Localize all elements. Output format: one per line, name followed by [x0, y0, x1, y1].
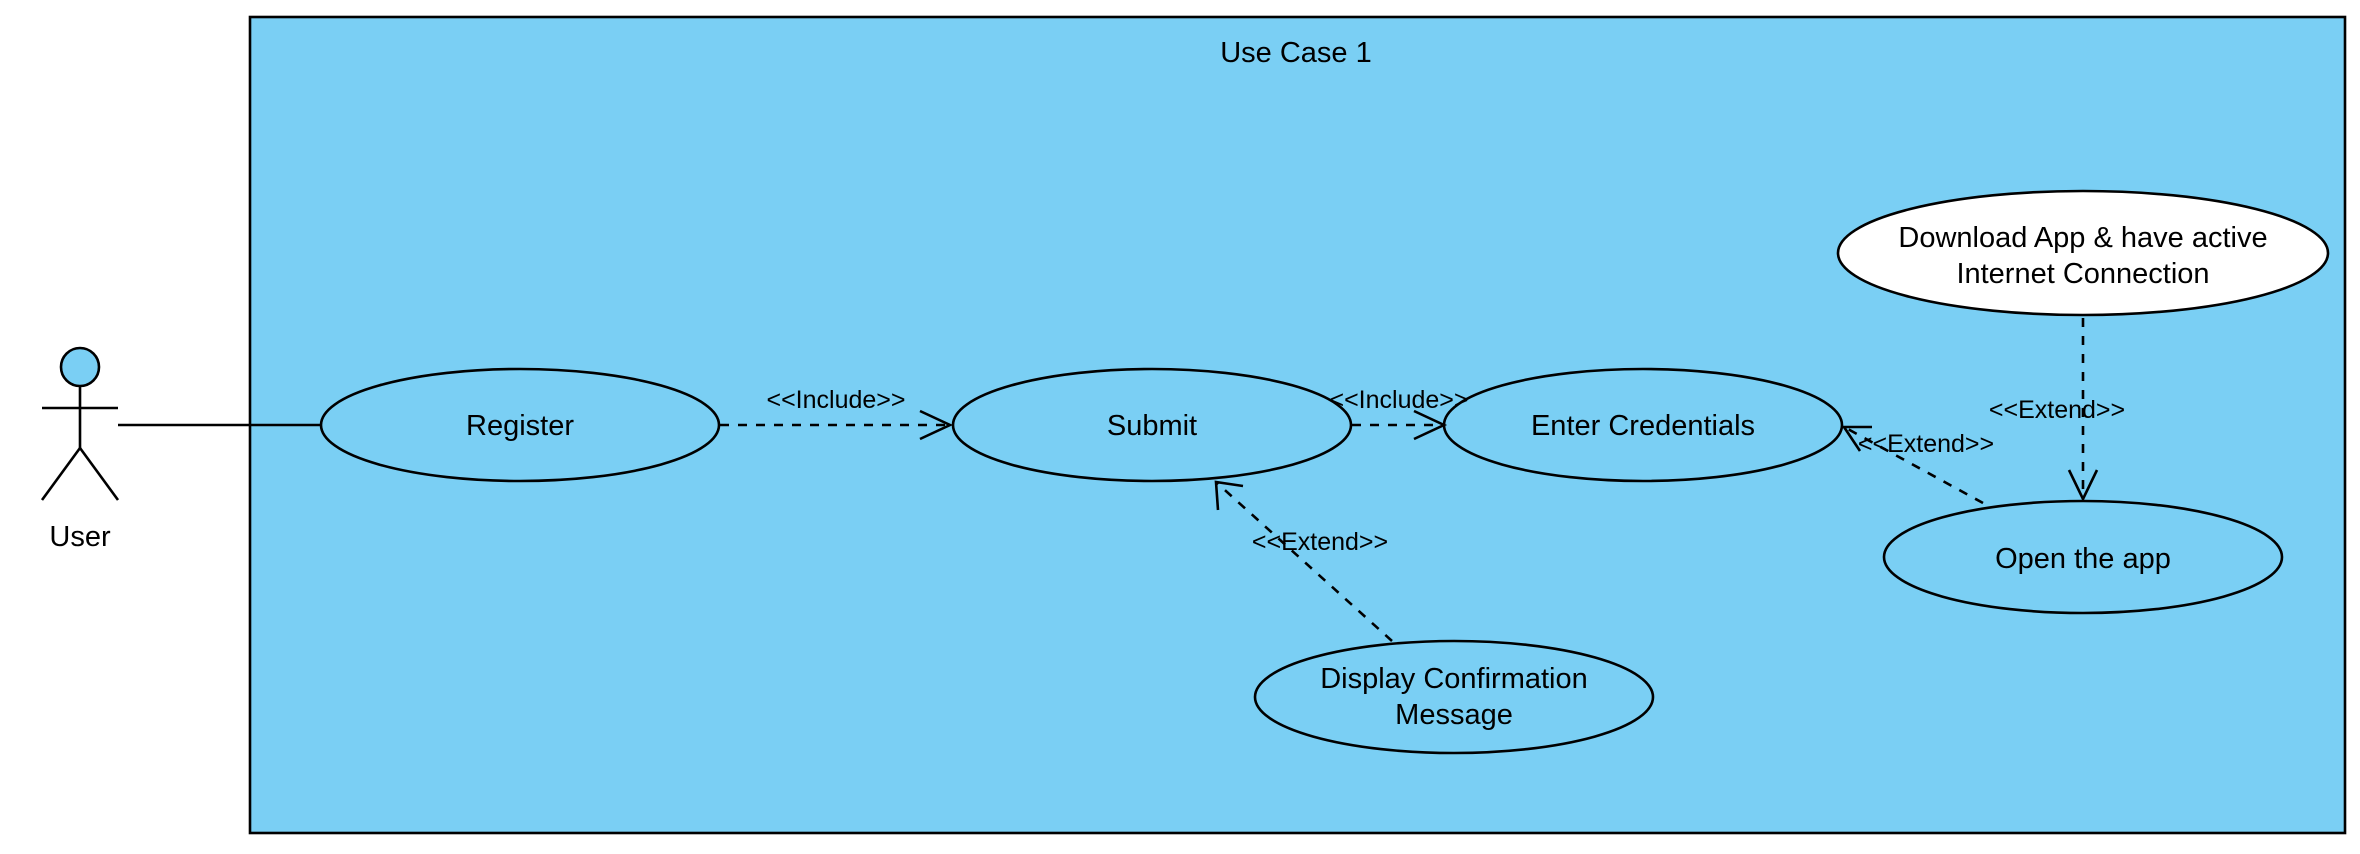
relationship-submit-credentials: <<Include>> [1329, 386, 1469, 441]
relationship-confirmation-submit-line [1216, 482, 1393, 642]
relationship-register-submit: <<Include>> [720, 386, 954, 441]
use-case-submit-label: Submit [1107, 410, 1197, 442]
relationship-confirmation-submit-label: <<Extend>> [1252, 528, 1388, 556]
use-case-display-confirmation-ellipse [1253, 639, 1655, 755]
relationship-submit-credentials-label: <<Include>> [1329, 386, 1468, 414]
relationship-openapp-credentials-arrowhead [1841, 425, 1872, 452]
actor-user[interactable]: User [40, 346, 120, 553]
use-case-register-label: Register [466, 410, 574, 442]
actor-label: User [49, 521, 111, 553]
actor-head [59, 346, 101, 388]
system-boundary-title: Use Case 1 [1220, 37, 1372, 69]
relationship-confirmation-submit: <<Extend>> [1214, 480, 1393, 642]
relationship-download-openapp-arrowhead [2067, 469, 2099, 502]
use-case-download-app-label-line2: Internet Connection [1956, 258, 2209, 290]
use-case-download-app[interactable]: Download App & have active Internet Conn… [1836, 189, 2330, 317]
relationship-openapp-credentials: <<Extend>> [1841, 425, 1994, 505]
relationship-download-openapp-label: <<Extend>> [1989, 396, 2125, 424]
use-case-open-app[interactable]: Open the app [1882, 499, 2284, 615]
use-case-download-app-ellipse [1836, 189, 2330, 317]
actor-right-leg [78, 447, 120, 501]
use-case-register[interactable]: Register [319, 367, 721, 483]
relationship-register-submit-arrowhead [919, 409, 954, 441]
use-case-download-app-label-line1: Download App & have active [1898, 222, 2267, 254]
use-case-submit[interactable]: Submit [951, 367, 1353, 483]
relationship-download-openapp: <<Extend>> [1989, 318, 2125, 502]
relationship-submit-credentials-arrowhead [1413, 409, 1448, 441]
actor-left-leg [40, 447, 82, 501]
relationship-confirmation-submit-arrowhead [1214, 480, 1244, 511]
use-case-display-confirmation-label-line1: Display Confirmation [1320, 663, 1588, 695]
relationship-openapp-credentials-label: <<Extend>> [1858, 430, 1994, 458]
use-case-open-app-label: Open the app [1995, 543, 2171, 575]
use-case-register-ellipse [319, 367, 721, 483]
use-case-enter-credentials[interactable]: Enter Credentials [1442, 367, 1844, 483]
relationship-openapp-credentials-line [1845, 426, 1984, 505]
use-case-display-confirmation-label-line2: Message [1395, 699, 1513, 731]
use-case-display-confirmation[interactable]: Display Confirmation Message [1253, 639, 1655, 755]
use-case-enter-credentials-label: Enter Credentials [1531, 410, 1755, 442]
relationship-register-submit-label: <<Include>> [766, 386, 905, 414]
